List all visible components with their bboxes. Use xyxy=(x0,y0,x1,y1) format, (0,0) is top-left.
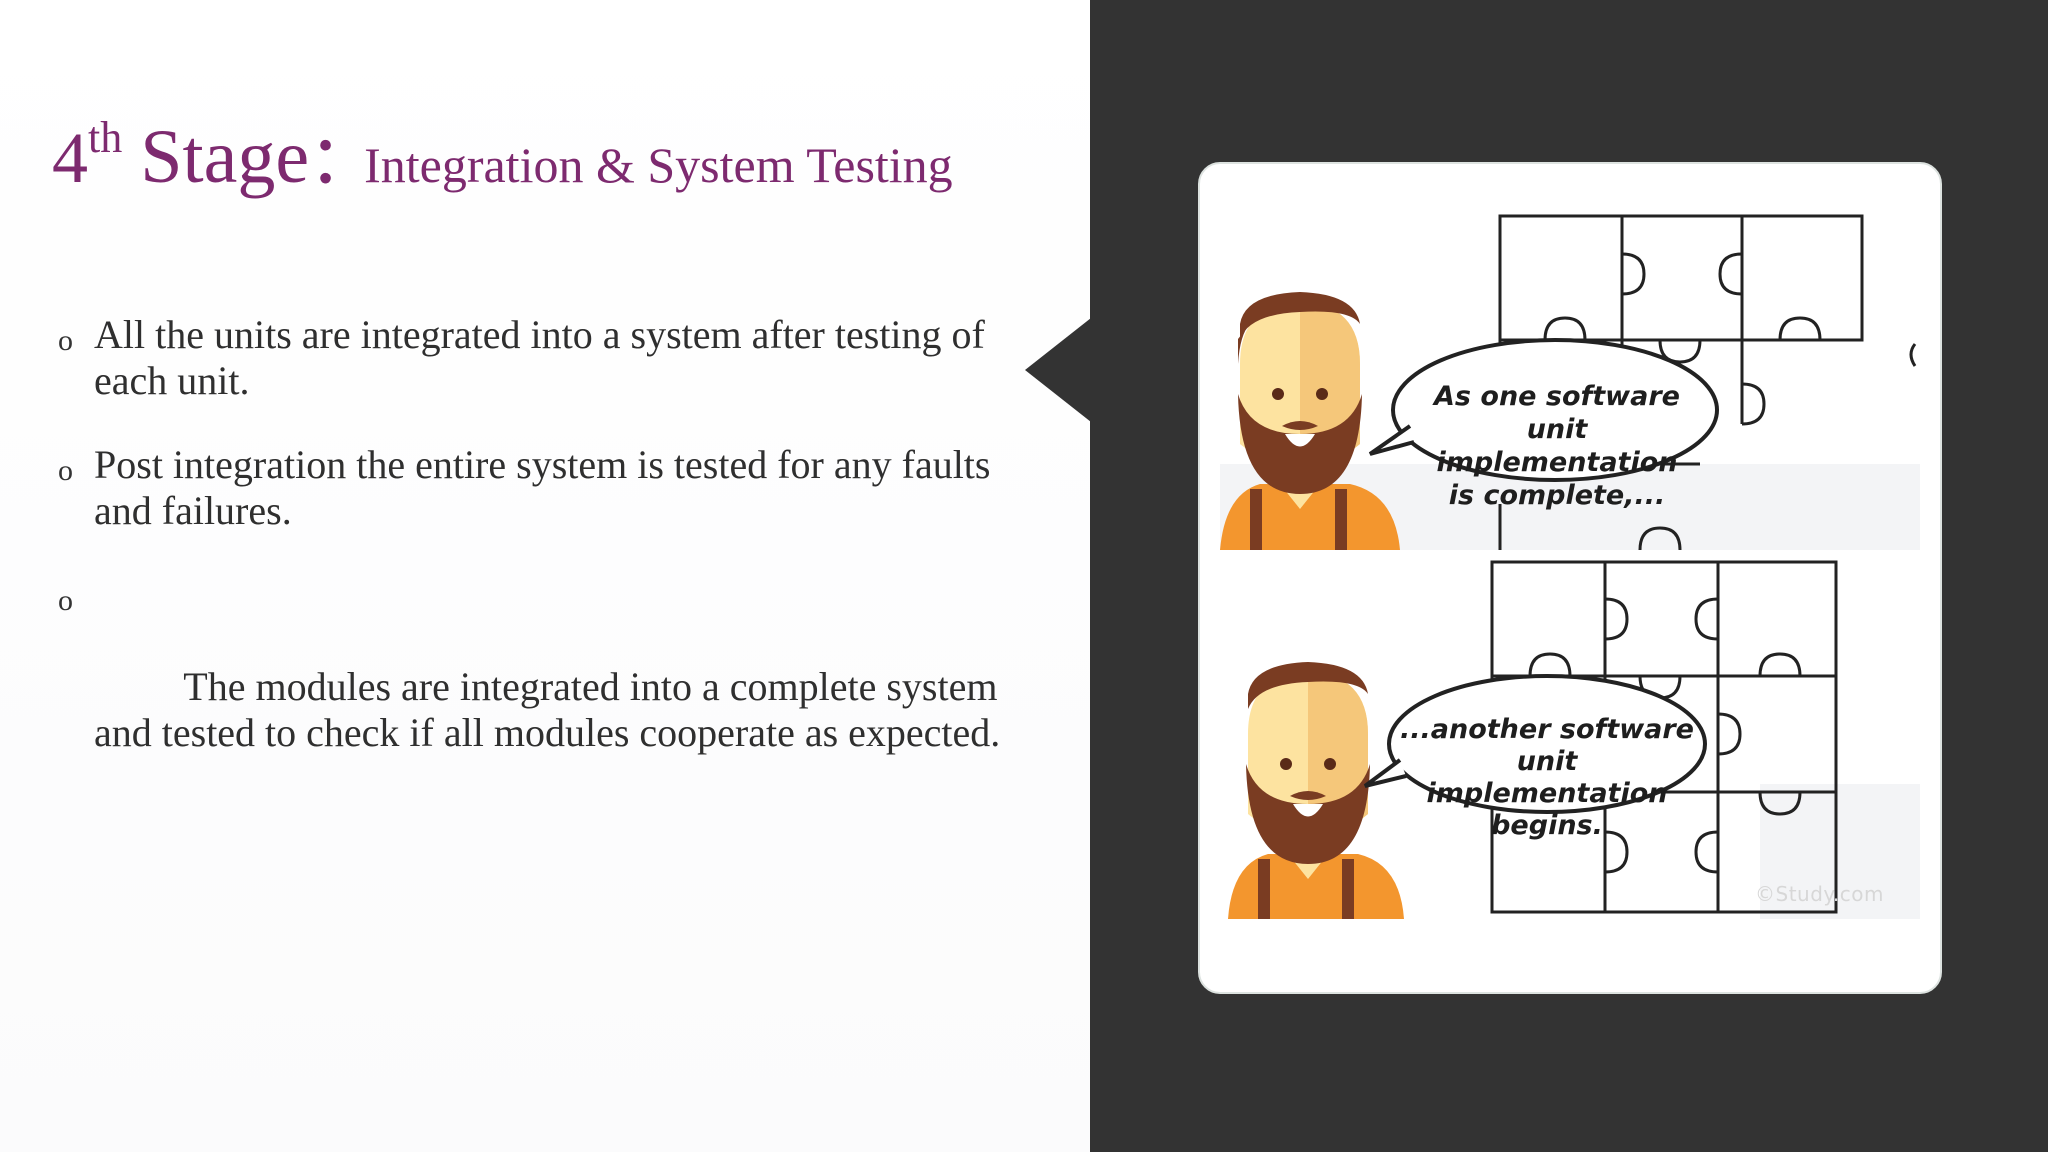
content-panel: 4th Stage: Integration & System Testing o … xyxy=(0,0,1090,1152)
bullet-item: o Post integration the entire system is … xyxy=(58,442,1018,534)
title-ordinal-suffix: th xyxy=(88,113,123,162)
bullet-text: All the units are integrated into a syst… xyxy=(94,312,985,403)
speech-line: As one software xyxy=(1434,381,1680,412)
bullet-marker: o xyxy=(58,584,73,617)
bullet-text: The modules are integrated into a comple… xyxy=(94,664,1008,755)
speech-line: ...another software xyxy=(1400,714,1694,745)
bullet-list: o All the units are integrated into a sy… xyxy=(58,312,1018,840)
bullet-marker: o xyxy=(58,324,73,357)
bullet-marker: o xyxy=(58,454,73,487)
speech-bubble-top-text: As one software unit implementation is c… xyxy=(1407,380,1707,512)
watermark: ©Study.com xyxy=(1755,882,1884,906)
title-colon: : xyxy=(313,103,339,202)
illustration-card: As one software unit implementation is c… xyxy=(1198,162,1942,994)
speech-line: is complete,... xyxy=(1448,480,1666,511)
speech-line: unit implementation xyxy=(1426,746,1668,809)
puzzle-illustration xyxy=(1220,194,1920,919)
speech-line: unit implementation xyxy=(1436,414,1678,478)
bullet-item: o All the units are integrated into a sy… xyxy=(58,312,1018,404)
title-number: 4 xyxy=(52,118,88,198)
character-bottom-icon xyxy=(1228,662,1404,919)
character-top-icon xyxy=(1220,292,1400,550)
speech-bubble-top xyxy=(1391,338,1719,482)
bullet-item: o The modules are integrated into a comp… xyxy=(58,572,1018,802)
speech-bubble-bottom xyxy=(1387,674,1707,814)
title-stage: Stage xyxy=(140,115,310,199)
speech-line: begins. xyxy=(1491,810,1603,841)
title-subtitle: Integration & System Testing xyxy=(364,137,953,193)
bullet-text: Post integration the entire system is te… xyxy=(94,442,991,533)
speech-bubble-bottom-text: ...another software unit implementation … xyxy=(1397,714,1697,842)
callout-pointer xyxy=(1025,318,1091,422)
